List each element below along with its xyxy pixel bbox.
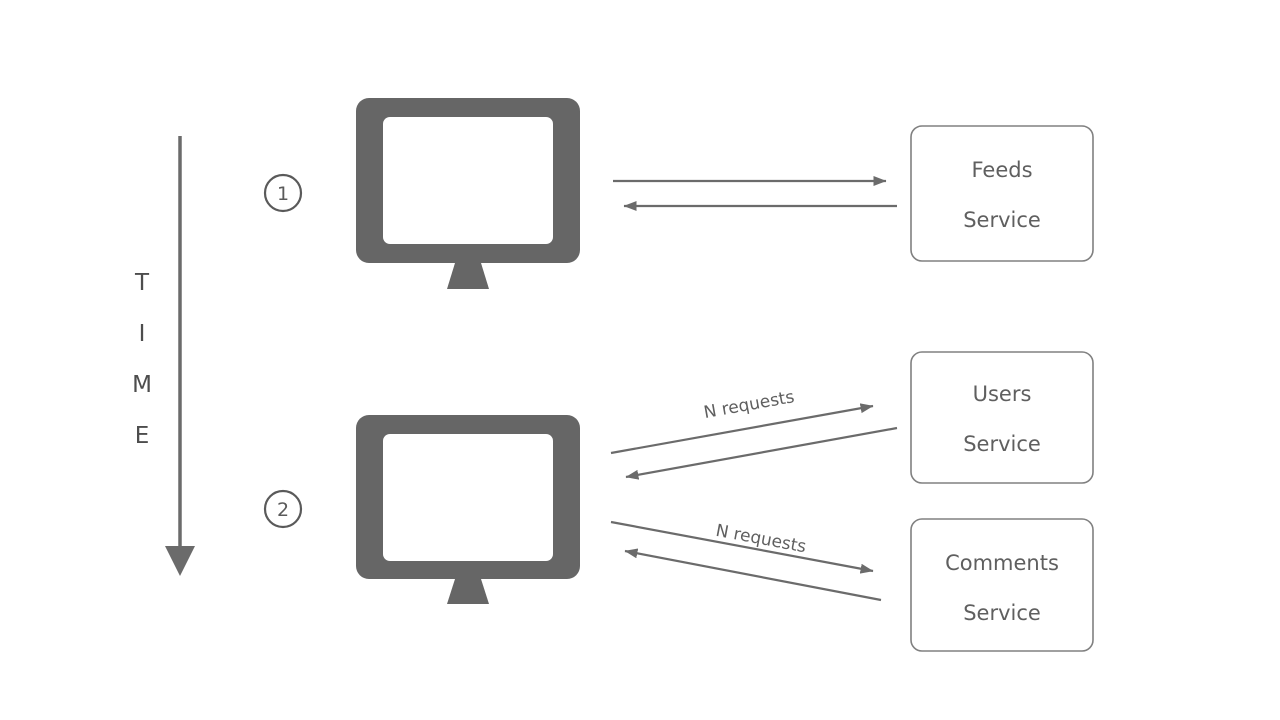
step-badge-1[interactable]: 1 [263, 173, 303, 213]
service-box-users-line2: Service [963, 432, 1041, 456]
service-box-feeds-frame [910, 125, 1094, 262]
arrow-comments-to-client [624, 548, 882, 602]
service-box-users-line1: Users [973, 382, 1032, 406]
service-box-feeds-line1: Feeds [971, 158, 1032, 182]
service-box-feeds-line2: Service [963, 208, 1041, 232]
service-box-comments-frame [910, 518, 1094, 652]
service-box-comments[interactable]: Comments Service [910, 518, 1094, 652]
arrow-client-to-users-line [610, 403, 874, 455]
step-badge-1-label: 1 [277, 183, 289, 205]
service-box-comments-line1: Comments [945, 551, 1059, 575]
time-letter-m: M [132, 372, 152, 398]
time-letter-e: E [135, 423, 150, 449]
monitor-icon-stand-2 [447, 579, 489, 604]
step-badge-1-circle [263, 173, 303, 213]
step-badge-2-label: 2 [277, 499, 289, 521]
arrow-label-users-requests: N requests [702, 387, 796, 423]
service-box-users-frame [910, 351, 1094, 484]
monitor-icon-screen-1 [383, 117, 553, 244]
time-axis-arrowhead-icon [165, 546, 195, 576]
client-monitor-2[interactable] [356, 415, 580, 604]
time-letter-t: T [134, 270, 150, 296]
arrow-label-comments-requests: N requests [714, 521, 808, 558]
time-letter-i: I [139, 321, 146, 347]
arrow-client-to-users: N requests [610, 387, 874, 455]
time-axis: T I M E [132, 136, 195, 576]
arrow-users-to-client-line [625, 426, 898, 480]
monitor-icon-screen-2 [383, 434, 553, 561]
service-box-feeds[interactable]: Feeds Service [910, 125, 1094, 262]
service-box-users[interactable]: Users Service [910, 351, 1094, 484]
arrow-users-to-client [625, 426, 898, 480]
step-badge-2-circle [263, 489, 303, 529]
step-badge-2[interactable]: 2 [263, 489, 303, 529]
service-box-comments-line2: Service [963, 601, 1041, 625]
arrow-client-to-comments: N requests [610, 520, 874, 574]
arrow-client-to-comments-line [610, 520, 874, 574]
client-monitor-1[interactable] [356, 98, 580, 289]
monitor-icon-stand-1 [447, 263, 489, 289]
arrow-comments-to-client-line [624, 548, 882, 602]
